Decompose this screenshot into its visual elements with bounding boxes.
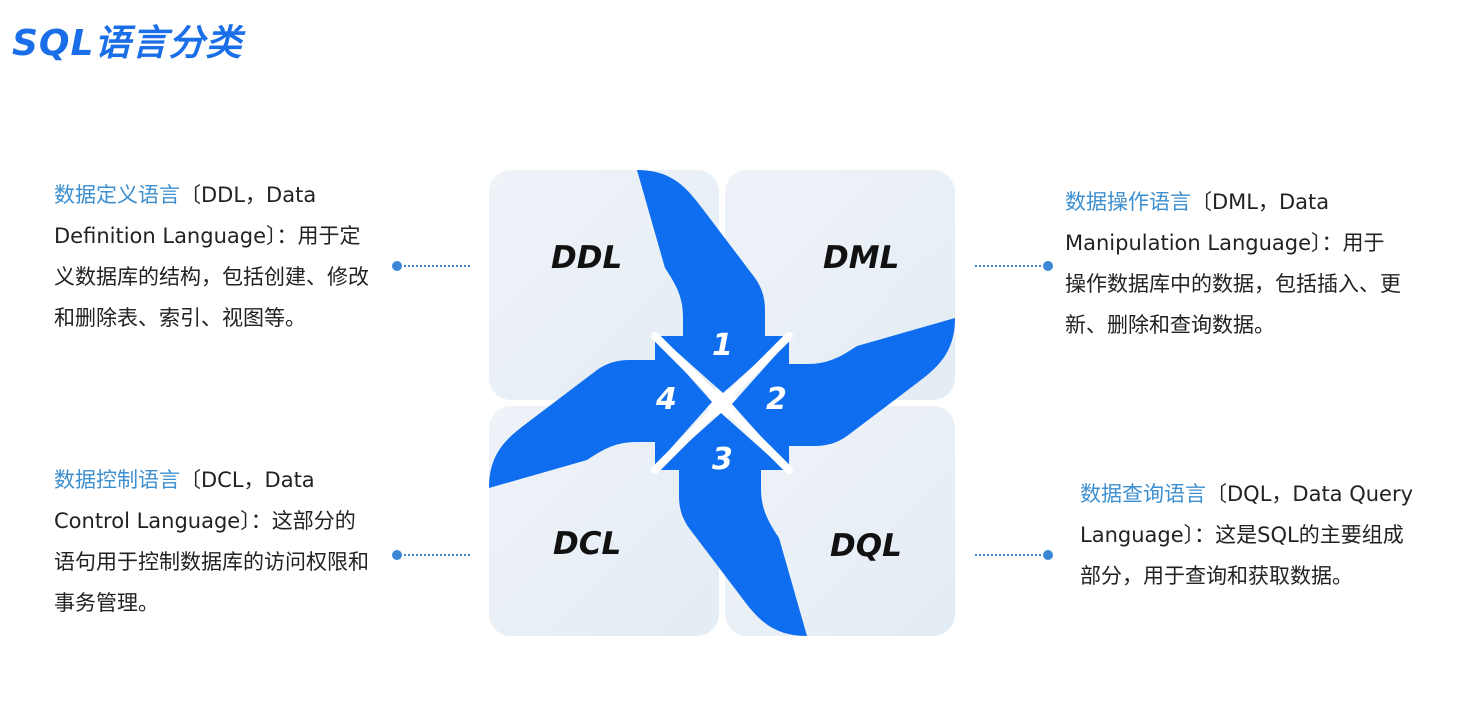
label-dcl: DCL: [553, 526, 622, 562]
ddl-description: 数据定义语言〔DDL，Data Definition Language〕：用于定…: [54, 175, 374, 339]
arrow-2: [732, 318, 955, 468]
connector-dot: [392, 550, 402, 560]
dml-name: 数据操作语言: [1065, 190, 1191, 214]
arrow-3: [657, 413, 807, 636]
diagram-graphic: [489, 170, 955, 636]
number-4: 4: [656, 382, 677, 417]
connector-dql: [975, 550, 1055, 560]
connector-dot: [392, 261, 402, 271]
number-2: 2: [766, 382, 787, 417]
connector-dcl: [392, 550, 472, 560]
connector-line: [404, 554, 470, 556]
page-title: SQL语言分类: [12, 23, 243, 64]
sql-category-diagram: DDL DML DCL DQL 1 2 3 4: [487, 168, 957, 638]
label-ddl: DDL: [551, 240, 623, 276]
number-1: 1: [712, 328, 733, 363]
connector-dot: [1043, 261, 1053, 271]
dql-description: 数据查询语言〔DQL，Data Query Language〕：这是SQL的主要…: [1080, 474, 1420, 597]
arrow-1: [637, 170, 787, 393]
arrow-4: [489, 338, 712, 488]
connector-ddl: [392, 261, 472, 271]
dql-text: 〔DQL，Data Query Language〕：这是SQL的主要组成部分，用…: [1080, 482, 1414, 588]
connector-dot: [1043, 550, 1053, 560]
connector-line: [404, 265, 470, 267]
ddl-text: 〔DDL，Data Definition Language〕：用于定义数据库的结…: [54, 183, 369, 330]
dcl-text: 〔DCL，Data Control Language〕：这部分的语句用于控制数据…: [54, 468, 369, 615]
number-3: 3: [712, 442, 733, 477]
dml-description: 数据操作语言〔DML，Data Manipulation Language〕：用…: [1065, 182, 1405, 346]
dml-text: 〔DML，Data Manipulation Language〕：用于操作数据库…: [1065, 190, 1401, 337]
dcl-description: 数据控制语言〔DCL，Data Control Language〕：这部分的语句…: [54, 460, 374, 624]
label-dml: DML: [823, 240, 900, 276]
ddl-name: 数据定义语言: [54, 183, 180, 207]
label-dql: DQL: [830, 528, 902, 564]
connector-line: [975, 554, 1041, 556]
connector-line: [975, 265, 1041, 267]
dql-name: 数据查询语言: [1080, 482, 1206, 506]
connector-dml: [975, 261, 1055, 271]
dcl-name: 数据控制语言: [54, 468, 180, 492]
